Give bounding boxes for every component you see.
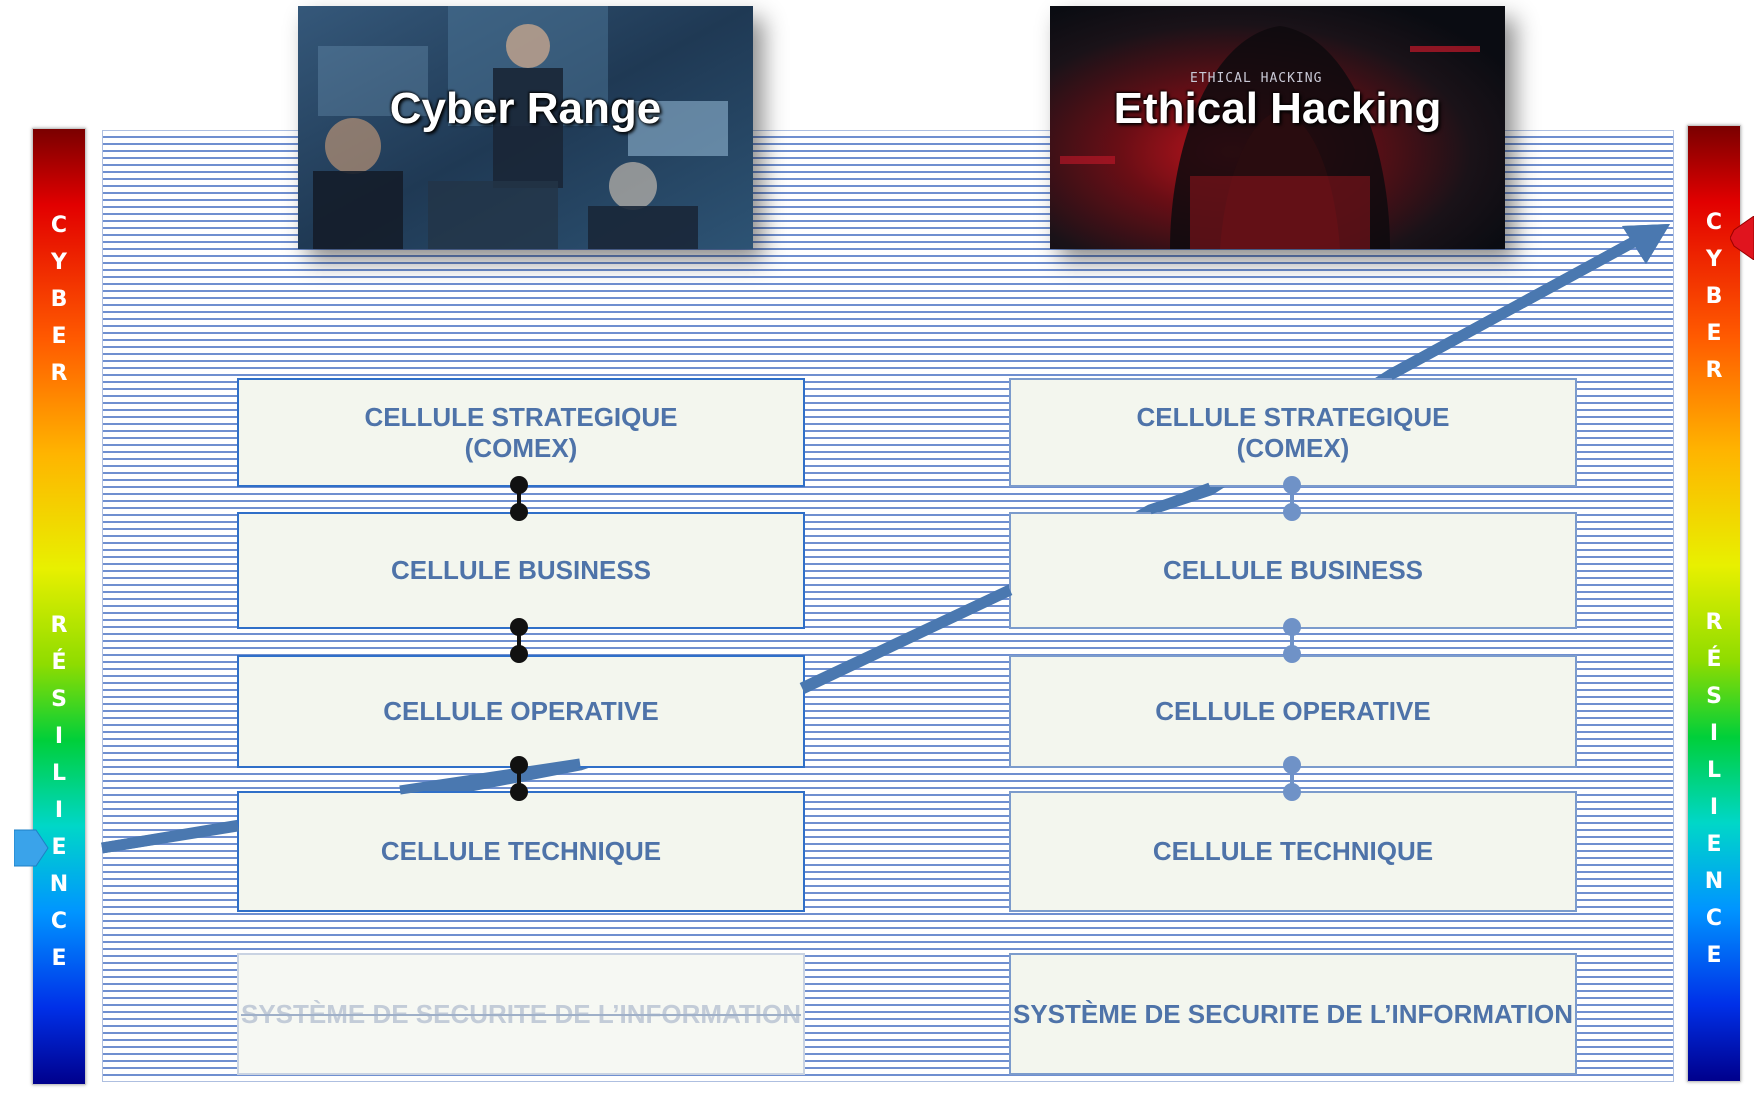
gauge-letter: N (1704, 869, 1724, 894)
ethical-hacking-title: Ethical Hacking (1113, 84, 1442, 133)
gauge-letter: I (1709, 721, 1719, 746)
cyber-range-image: Cyber Range (298, 6, 753, 249)
left-cellule-strategique: CELLULE STRATEGIQUE (COMEX) (237, 378, 805, 487)
left-systeme-securite-information: SYSTÈME DE SECURITE DE L’INFORMATION (237, 953, 805, 1075)
gauge-letter: E (51, 324, 67, 349)
gauge-letter: É (51, 650, 67, 675)
gauge-letter: R (1705, 358, 1723, 383)
cyber-range-scene-illustration (298, 6, 753, 249)
gauge-letter: É (1706, 647, 1722, 672)
level-marker-right-icon (1730, 216, 1754, 260)
gauge-letter: R (50, 613, 68, 638)
left-cellule-operative-label: CELLULE OPERATIVE (383, 696, 659, 726)
gauge-letter: C (50, 213, 68, 238)
gauge-letter: E (51, 946, 67, 971)
right-cellule-technique: CELLULE TECHNIQUE (1009, 791, 1577, 912)
ethical-hacking-hooded-figure-illustration (1050, 6, 1505, 249)
gauge-letter: R (50, 361, 68, 386)
cyber-range-title: Cyber Range (389, 84, 662, 133)
left-cellule-operative: CELLULE OPERATIVE (237, 655, 805, 768)
left-cellule-business: CELLULE BUSINESS (237, 512, 805, 629)
gauge-letter: Y (1706, 247, 1722, 272)
left-cellule-technique-label: CELLULE TECHNIQUE (380, 836, 662, 866)
gauge-letter: C (1705, 906, 1723, 931)
right-cellule-operative-label: CELLULE OPERATIVE (1155, 696, 1431, 726)
left-systeme-securite-label: SYSTÈME DE SECURITE DE L’INFORMATION (240, 998, 801, 1029)
gauge-letter: E (1706, 832, 1722, 857)
right-cellule-technique-label: CELLULE TECHNIQUE (1152, 836, 1434, 866)
gauge-letter: B (1705, 284, 1723, 309)
gauge-letter: C (50, 909, 68, 934)
gauge-letter: S (1706, 684, 1722, 709)
left-cellule-business-label: CELLULE BUSINESS (390, 555, 652, 585)
gauge-letter: L (51, 761, 67, 786)
right-cellule-business-label: CELLULE BUSINESS (1162, 555, 1424, 585)
gauge-letter: N (49, 872, 69, 897)
gauge-letter: Y (51, 250, 67, 275)
right-cellule-operative: CELLULE OPERATIVE (1009, 655, 1577, 768)
gauge-letter: E (1706, 943, 1722, 968)
right-systeme-securite-information: SYSTÈME DE SECURITE DE L’INFORMATION (1009, 953, 1577, 1075)
right-cellule-business: CELLULE BUSINESS (1009, 512, 1577, 629)
gauge-letter: S (51, 687, 67, 712)
gauge-letter: E (1706, 321, 1722, 346)
gauge-letter: I (54, 798, 64, 823)
ethical-hacking-inner-text: ETHICAL HACKING (1190, 71, 1323, 86)
right-cellule-strategique: CELLULE STRATEGIQUE (COMEX) (1009, 378, 1577, 487)
gauge-letter: C (1705, 210, 1723, 235)
left-cellule-technique: CELLULE TECHNIQUE (237, 791, 805, 912)
gauge-letter: I (54, 724, 64, 749)
gauge-letter: B (50, 287, 68, 312)
gauge-letter: I (1709, 795, 1719, 820)
gauge-letter: E (51, 835, 67, 860)
level-marker-left-icon (14, 829, 49, 867)
ethical-hacking-image: ETHICAL HACKING Ethical Hacking (1050, 6, 1505, 249)
right-systeme-securite-label: SYSTÈME DE SECURITE DE L’INFORMATION (1012, 998, 1573, 1029)
right-cellule-strategique-label: CELLULE STRATEGIQUE (COMEX) (1136, 401, 1450, 463)
gauge-letter: L (1706, 758, 1722, 783)
left-cellule-strategique-label: CELLULE STRATEGIQUE (COMEX) (364, 401, 678, 463)
gauge-letter: R (1705, 610, 1723, 635)
